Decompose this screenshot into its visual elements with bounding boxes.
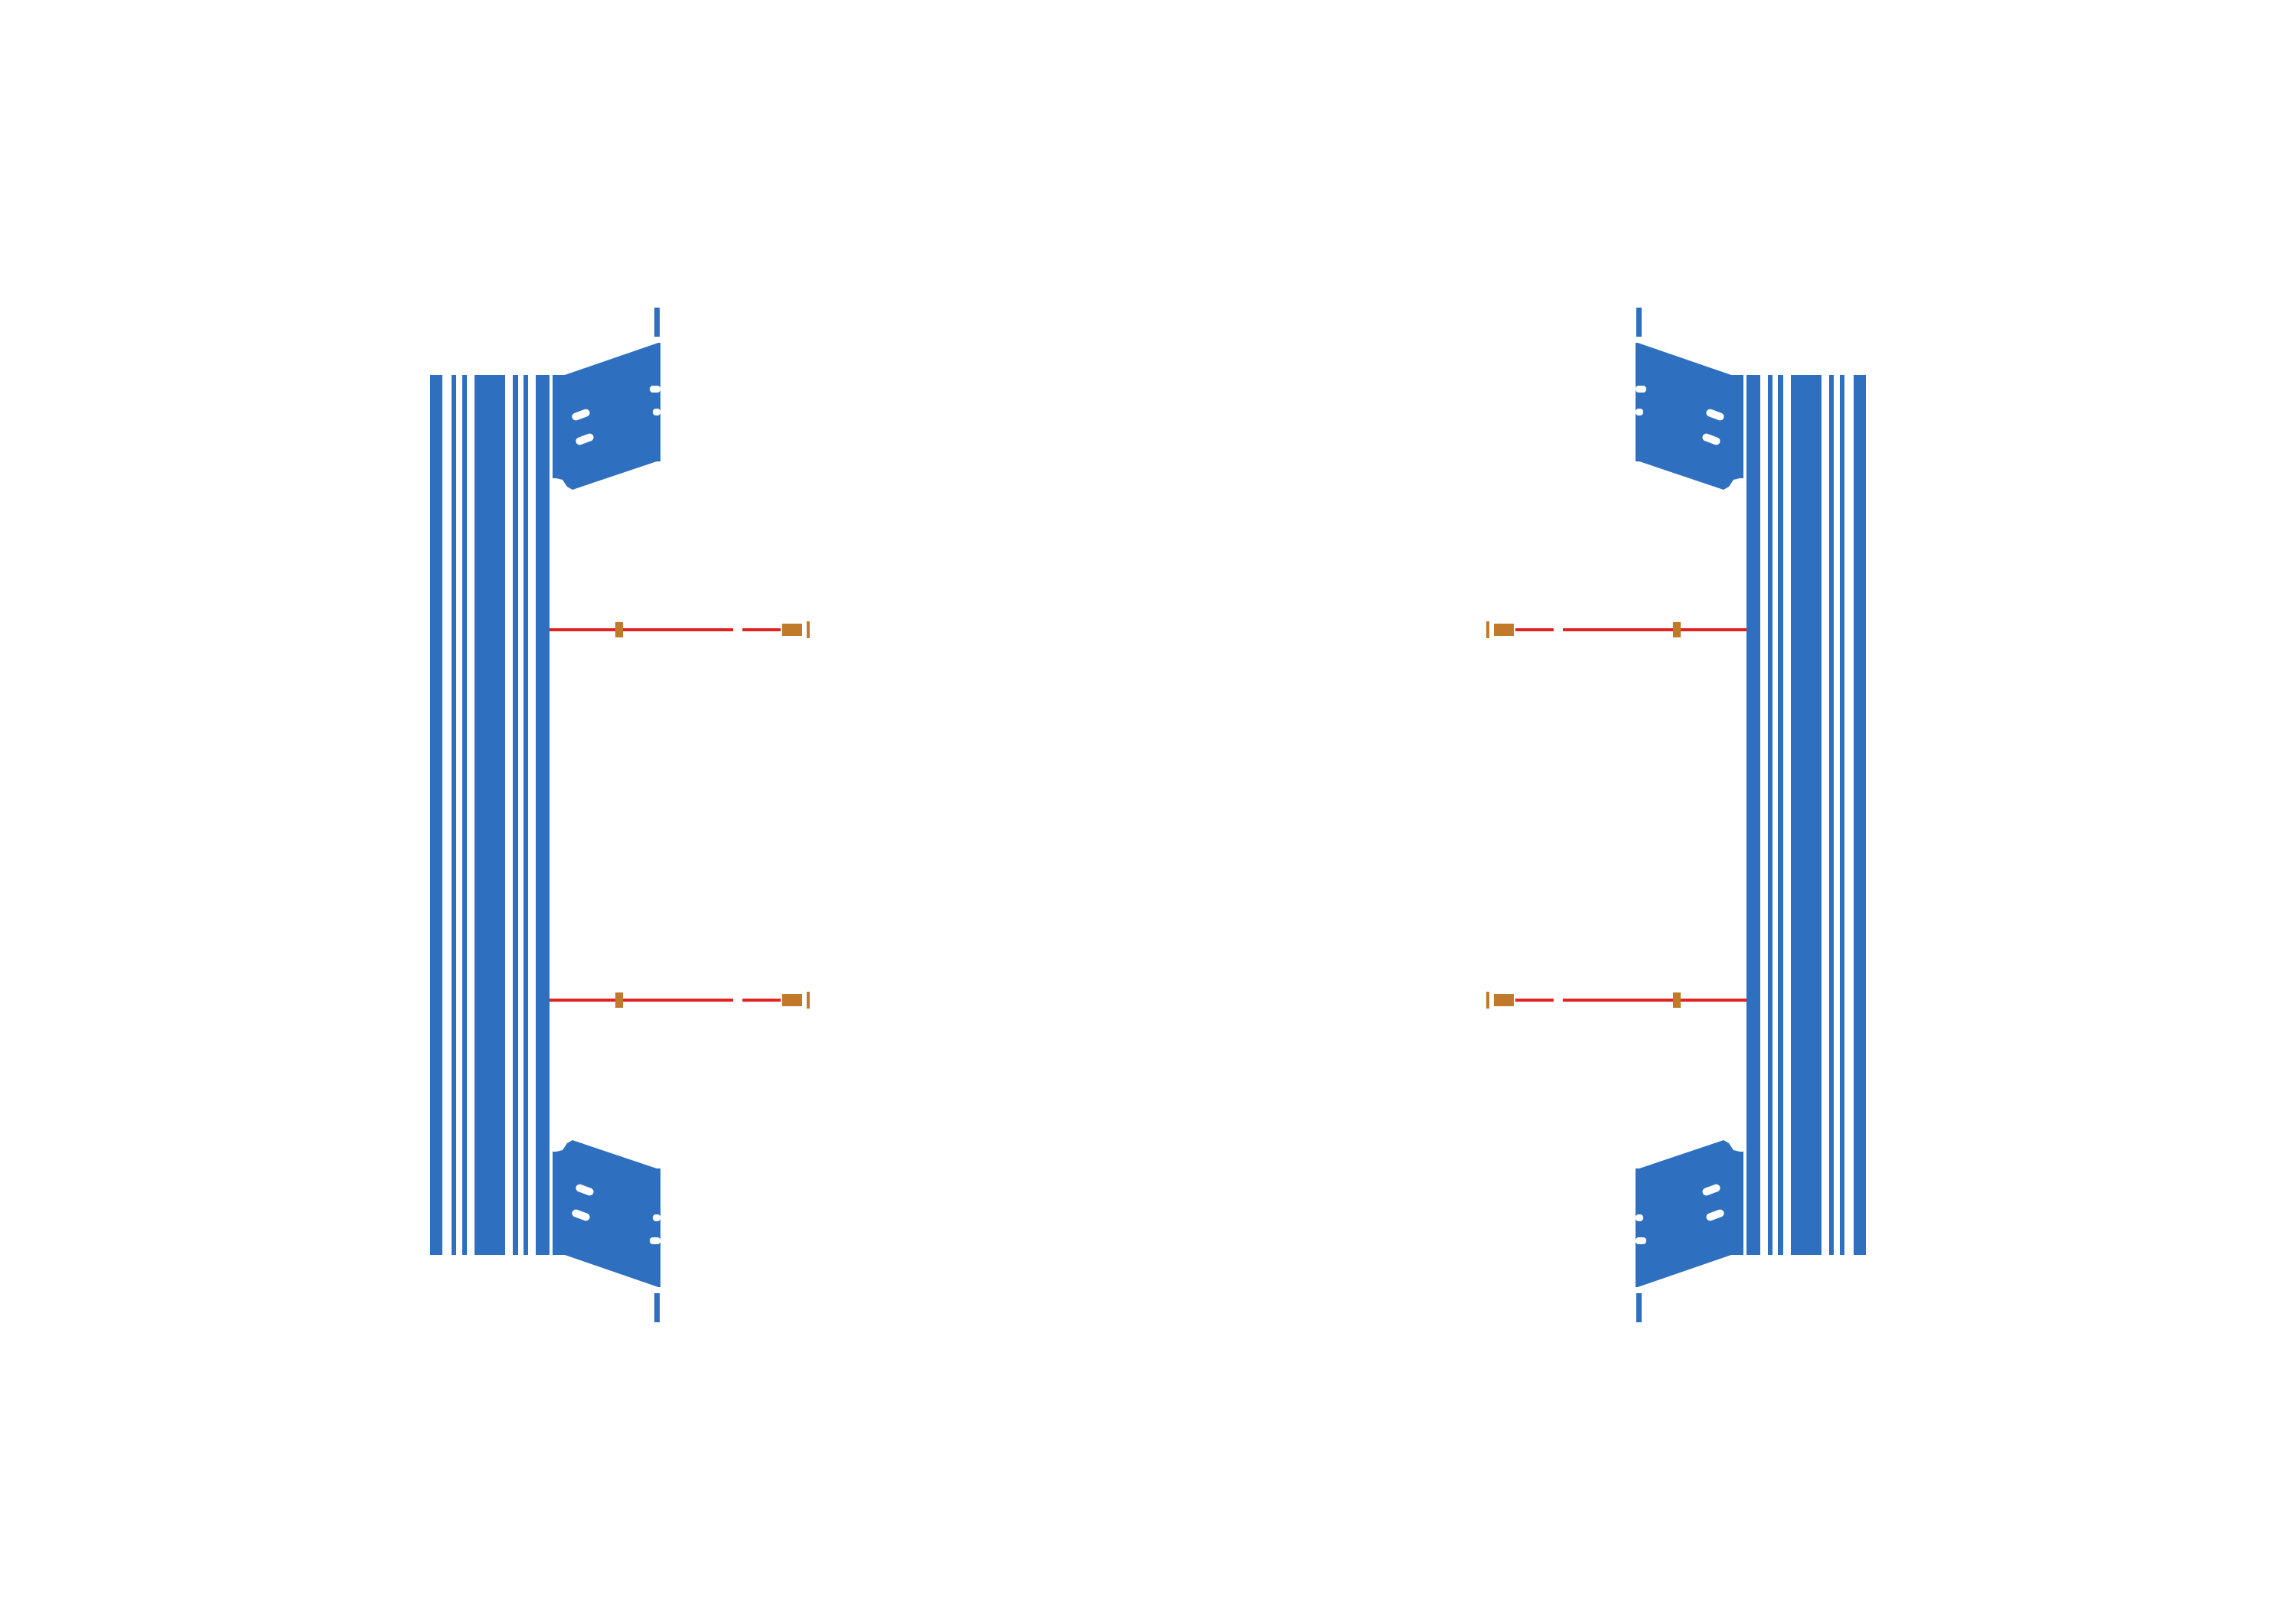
bracket-slot bbox=[572, 1209, 590, 1221]
bracket-slot bbox=[1702, 433, 1720, 445]
angled-bracket-icon bbox=[1636, 1140, 1743, 1287]
left-top-bracket bbox=[553, 308, 660, 490]
bracket-notch bbox=[1636, 409, 1643, 416]
nut-icon bbox=[615, 992, 623, 1008]
nut-icon bbox=[782, 624, 802, 636]
nut-icon bbox=[807, 621, 810, 638]
bracket-stud bbox=[654, 308, 660, 337]
right-panel-rib bbox=[1829, 375, 1834, 1255]
right-tie-rod-upper bbox=[1486, 621, 1746, 638]
bracket-notch bbox=[1636, 1214, 1643, 1221]
bracket-stud bbox=[654, 1293, 660, 1322]
angled-bracket-icon bbox=[553, 343, 660, 490]
bracket-slot bbox=[576, 1184, 594, 1196]
left-tie-rod-upper bbox=[550, 621, 810, 638]
angled-bracket-icon bbox=[553, 1140, 660, 1287]
bracket-stud bbox=[1636, 308, 1642, 337]
left-panel-rib bbox=[513, 375, 518, 1255]
bracket-notch bbox=[653, 409, 660, 416]
right-panel bbox=[1746, 375, 1866, 1255]
left-panel-rib bbox=[462, 375, 467, 1255]
nut-icon bbox=[1486, 992, 1489, 1009]
angled-bracket-icon bbox=[1636, 343, 1743, 490]
bracket-stud bbox=[1636, 1293, 1642, 1322]
left-panel-rib bbox=[523, 375, 528, 1255]
left-panel-rib bbox=[430, 375, 442, 1255]
left-panel bbox=[430, 375, 550, 1255]
right-panel-rib bbox=[1840, 375, 1844, 1255]
right-top-bracket bbox=[1636, 308, 1743, 490]
nut-icon bbox=[1494, 624, 1514, 636]
left-bottom-bracket bbox=[553, 1140, 660, 1322]
nut-icon bbox=[782, 994, 802, 1006]
nut-icon bbox=[1673, 622, 1681, 637]
right-tie-rod-lower bbox=[1486, 992, 1746, 1009]
bracket-notch bbox=[1636, 386, 1646, 393]
bracket-slot bbox=[576, 433, 594, 445]
left-assembly bbox=[430, 308, 810, 1322]
bracket-slot bbox=[1702, 1184, 1720, 1196]
right-assembly bbox=[1486, 308, 1866, 1322]
right-bottom-bracket bbox=[1636, 1140, 1743, 1322]
left-tie-rod-lower bbox=[550, 992, 810, 1009]
bracket-notch bbox=[653, 1214, 660, 1221]
bracket-notch bbox=[650, 1237, 660, 1244]
left-panel-rib bbox=[536, 375, 550, 1255]
right-panel-rib bbox=[1854, 375, 1866, 1255]
nut-icon bbox=[615, 622, 623, 637]
bracket-slot bbox=[572, 409, 590, 421]
left-panel-rib bbox=[452, 375, 456, 1255]
left-panel-rib bbox=[475, 375, 505, 1255]
nut-icon bbox=[1486, 621, 1489, 638]
nut-icon bbox=[1494, 994, 1514, 1006]
right-panel-rib bbox=[1768, 375, 1773, 1255]
bracket-notch bbox=[1636, 1237, 1646, 1244]
nut-icon bbox=[807, 992, 810, 1009]
right-panel-rib bbox=[1746, 375, 1760, 1255]
bracket-slot bbox=[1706, 409, 1724, 421]
right-panel-rib bbox=[1791, 375, 1821, 1255]
right-panel-rib bbox=[1778, 375, 1783, 1255]
nut-icon bbox=[1673, 992, 1681, 1008]
bracket-slot bbox=[1706, 1209, 1724, 1221]
bracket-notch bbox=[650, 386, 660, 393]
